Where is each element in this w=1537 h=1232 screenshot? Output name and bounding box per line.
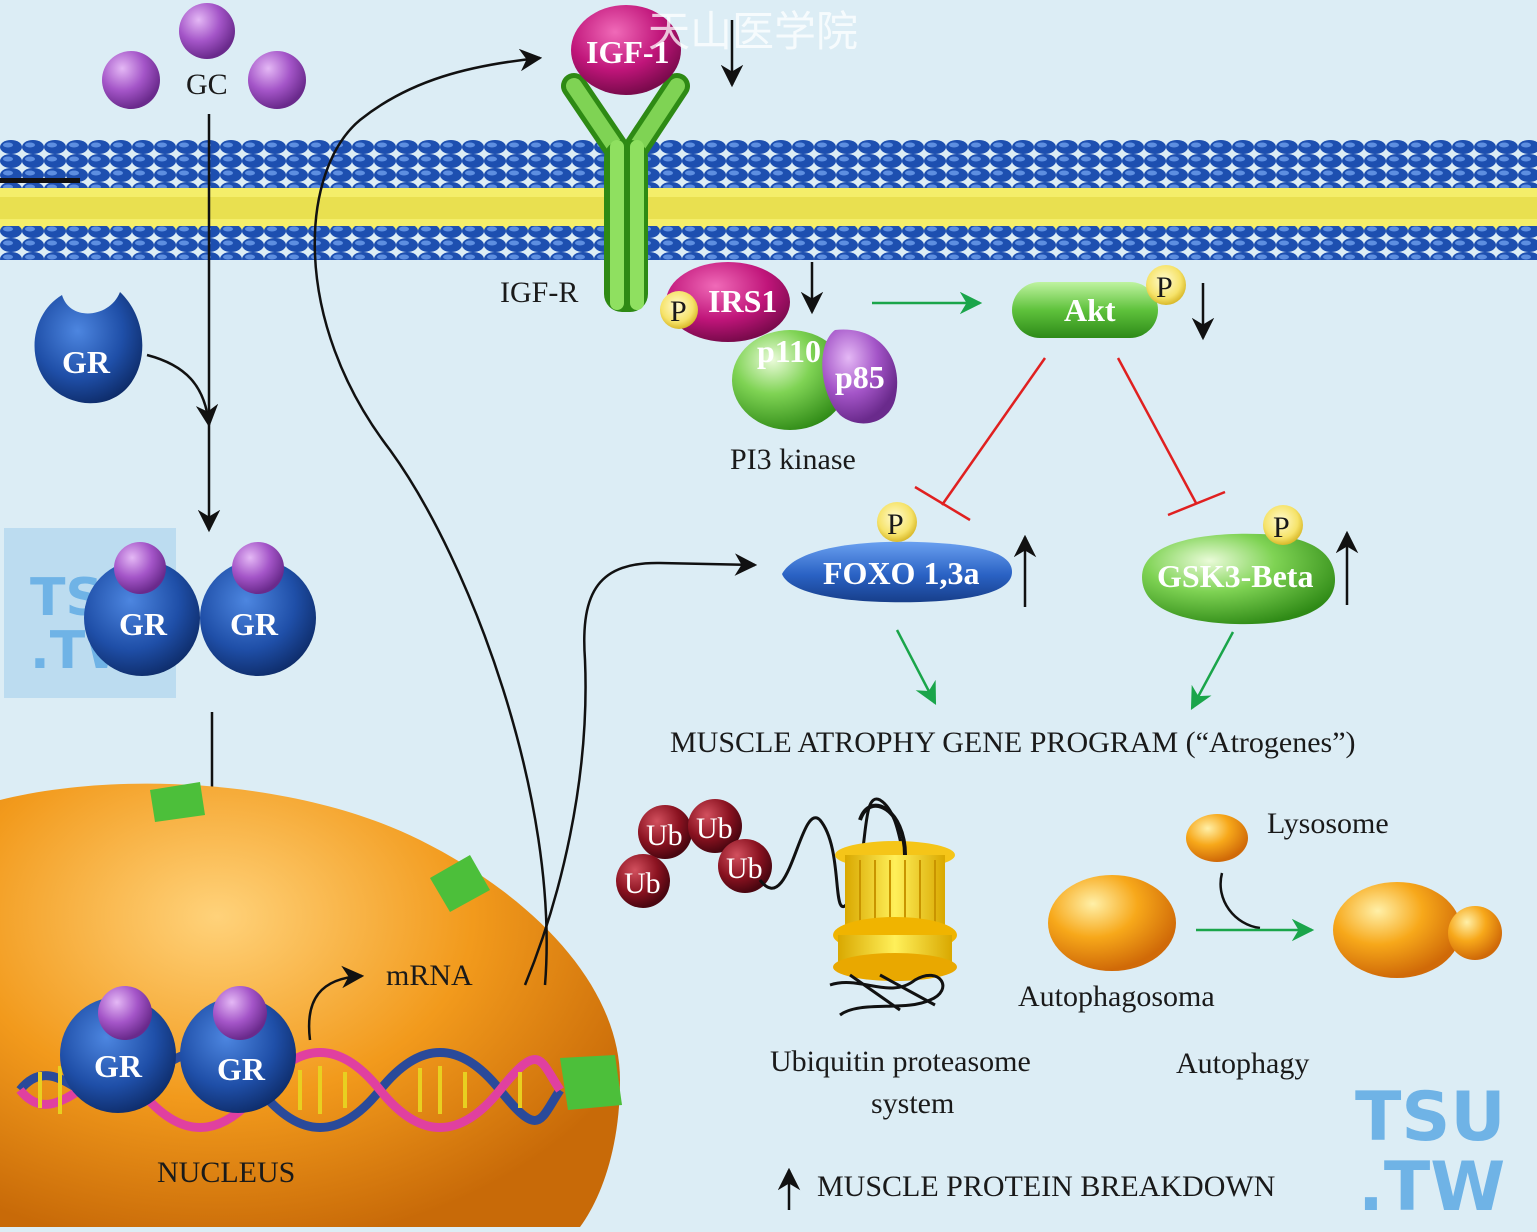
irs1-phospho: P (660, 291, 698, 329)
igfr-label: IGF-R (500, 276, 578, 309)
nuclear-pore (430, 855, 490, 912)
peptide-fragments (829, 973, 945, 1017)
irs1: IRS1 (666, 262, 790, 342)
nuclear-pore (150, 782, 205, 822)
gr-dna-right-label: GR (217, 1051, 266, 1087)
mrna-label: mRNA (386, 959, 473, 992)
lysosome-fusion-curve (1219, 872, 1261, 930)
watermark-right-line2: .TW (1358, 1148, 1505, 1227)
ups-label-line2: system (871, 1087, 954, 1120)
mrna-to-foxo-arrow (523, 553, 758, 986)
p110-label: p110 (757, 333, 821, 369)
gr-dimer-right-label: GR (230, 606, 279, 642)
akt-inhibits-foxo (914, 357, 1047, 522)
gr-dna-left-label: GR (94, 1048, 143, 1084)
autophagosoma-label: Autophagosoma (1018, 980, 1215, 1013)
irs1-label: IRS1 (708, 283, 777, 319)
ups-label-line1: Ubiquitin proteasome (770, 1045, 1031, 1078)
pi3-kinase: p110 p85 PI3 kinase (730, 329, 898, 476)
watermark-right-line1: TSU (1355, 1078, 1506, 1157)
watermark-top: 天山医学院 (648, 9, 858, 56)
nucleus: GR GR NUCLEUS (0, 782, 622, 1227)
foxo-phospho: P (877, 502, 917, 542)
gc-molecules: GC (102, 3, 306, 109)
foxo-to-program-arrow (895, 629, 937, 705)
nuclear-pore (560, 1055, 622, 1110)
ubiquitin-chain: Ub Ub Ub Ub (616, 799, 772, 908)
gr-binding-arrow (146, 353, 219, 428)
p85-label: p85 (835, 359, 885, 395)
akt: Akt (1012, 282, 1158, 338)
mrna-to-igf1-arrow (313, 48, 548, 986)
gsk3-label: GSK3-Beta (1157, 558, 1313, 594)
watermark-right: TSU .TW (1355, 1078, 1506, 1227)
gc-molecule (102, 51, 160, 109)
atrophy-program-label: MUSCLE ATROPHY GENE PROGRAM (“Atrogenes”… (670, 726, 1356, 759)
autophagosome: Autophagosoma (1018, 875, 1215, 1013)
gsk3-beta: GSK3-Beta (1142, 533, 1335, 625)
gr-dimer: GR GR (84, 542, 316, 676)
ub-label: Ub (646, 819, 683, 852)
autolysosome (1333, 882, 1502, 978)
foxo: FOXO 1,3a (782, 541, 1012, 603)
akt-inhibits-gsk3 (1116, 357, 1226, 517)
autophagy-label: Autophagy (1176, 1047, 1309, 1080)
cell-membrane (0, 140, 1537, 260)
gc-molecule (179, 3, 235, 59)
irs1-phospho-label: P (670, 295, 687, 328)
gr-dimer-left-label: GR (119, 606, 168, 642)
ub-label: Ub (624, 867, 661, 900)
ub-label: Ub (696, 812, 733, 845)
foxo-label: FOXO 1,3a (823, 555, 979, 591)
lysosome-label: Lysosome (1267, 807, 1389, 840)
foxo-phospho-label: P (887, 508, 904, 541)
nucleus-label: NUCLEUS (157, 1156, 295, 1189)
akt-label: Akt (1064, 292, 1116, 328)
transcription-arrow (307, 965, 365, 1041)
proteasome (833, 803, 957, 981)
pi3k-label: PI3 kinase (730, 443, 856, 476)
igf1-label: IGF-1 (586, 34, 670, 70)
gsk3-phospho: P (1263, 505, 1303, 545)
gsk3-to-program-arrow (1190, 631, 1235, 710)
breakdown-label: MUSCLE PROTEIN BREAKDOWN (817, 1170, 1275, 1203)
gc-molecule (248, 51, 306, 109)
gr-dna-bound: GR GR (60, 986, 296, 1113)
ub-label: Ub (726, 852, 763, 885)
akt-phospho-label: P (1156, 271, 1173, 304)
lysosome: Lysosome (1186, 807, 1389, 862)
gr-free-receptor: GR (34, 292, 143, 404)
akt-phospho: P (1146, 265, 1186, 305)
igf1-ligand: IGF-1 (571, 5, 681, 95)
gr-free-label: GR (62, 344, 111, 380)
gsk3-phospho-label: P (1273, 511, 1290, 544)
igf-receptor: IGF-R (500, 73, 690, 312)
gc-label: GC (186, 68, 228, 101)
